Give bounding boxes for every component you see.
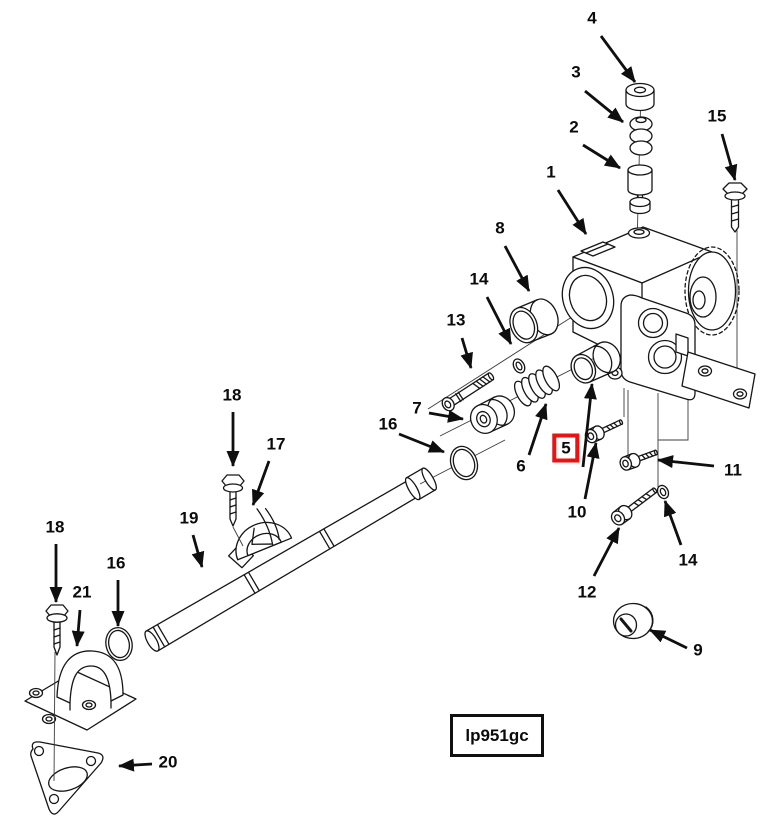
callout-9[interactable]: 9	[693, 640, 703, 660]
callout-arrow-20	[118, 758, 153, 772]
callout-arrow-21	[71, 609, 85, 647]
part-16a-oring-art	[449, 445, 479, 481]
part-15-flange-bolt-art	[722, 182, 748, 233]
figure-code-box: lp951gc	[450, 714, 544, 757]
part-18a-flange-bolt-art	[221, 474, 245, 527]
part-6-spring-art	[513, 365, 561, 407]
callout-14[interactable]: 14	[678, 550, 698, 570]
callout-arrow-6	[527, 403, 548, 456]
callout-20[interactable]: 20	[158, 752, 178, 772]
callout-8[interactable]: 8	[495, 218, 505, 238]
part-9-grommet-art	[612, 602, 654, 640]
callout-arrow-7	[428, 409, 464, 423]
callout-5-highlighted[interactable]: 5	[552, 433, 580, 463]
callout-12[interactable]: 12	[577, 582, 597, 602]
callout-arrow-3	[584, 89, 624, 124]
callout-3[interactable]: 3	[571, 62, 581, 82]
callout-1[interactable]: 1	[546, 162, 556, 182]
callout-arrow-19	[191, 534, 205, 568]
callout-arrow-17	[251, 460, 271, 506]
callout-4[interactable]: 4	[587, 8, 597, 28]
callout-arrow-15	[720, 133, 738, 181]
callout-2[interactable]: 2	[569, 117, 579, 137]
assembly-centerlines-over	[53, 526, 244, 782]
part-12-cap-screw-art	[610, 487, 658, 526]
part-3-spring-art	[629, 116, 653, 156]
callout-19[interactable]: 19	[179, 508, 199, 528]
callout-arrow-9	[649, 628, 688, 650]
callout-arrow-14	[663, 500, 683, 546]
callout-18[interactable]: 18	[45, 517, 65, 537]
callout-10[interactable]: 10	[567, 502, 587, 522]
part-21-bracket-art	[24, 650, 137, 731]
part-16b-oring-art	[105, 626, 133, 662]
callout-13[interactable]: 13	[446, 310, 466, 330]
callout-arrow-5	[581, 383, 597, 468]
part-18b-flange-bolt-art	[45, 604, 69, 656]
part-7-plug-art	[469, 395, 516, 434]
part-14a-oring-art	[512, 358, 526, 374]
callout-arrow-12	[592, 527, 621, 577]
part-19-tube-art	[144, 467, 437, 652]
callout-21[interactable]: 21	[72, 582, 92, 602]
callout-arrows	[49, 35, 738, 772]
callout-17[interactable]: 17	[266, 434, 286, 454]
part-13-stud-art	[441, 372, 495, 412]
part-11-cap-screw-art	[619, 449, 658, 471]
callout-arrow-13	[460, 337, 473, 369]
part-4-plug-art	[625, 82, 655, 112]
callout-arrow-8	[503, 245, 531, 292]
callout-16[interactable]: 16	[106, 553, 126, 573]
callout-15[interactable]: 15	[707, 106, 727, 126]
callout-arrow-14	[485, 296, 513, 345]
callout-arrow-11	[657, 455, 715, 469]
callout-11[interactable]: 11	[724, 460, 742, 480]
callout-arrow-1	[556, 189, 588, 235]
callout-14[interactable]: 14	[469, 269, 489, 289]
callout-arrow-10	[583, 442, 600, 500]
callout-18[interactable]: 18	[222, 385, 242, 405]
callout-arrow-4	[599, 35, 637, 83]
part-1-pump-body-art	[561, 226, 756, 409]
callout-7[interactable]: 7	[412, 398, 422, 418]
part-8-bushing-art	[509, 298, 559, 344]
callout-arrow-16	[398, 432, 445, 454]
part-20-gasket-art	[30, 741, 104, 815]
part-17-clamp-art	[227, 507, 293, 569]
part-2-plunger-art	[627, 164, 653, 215]
part-5-piston-art	[570, 341, 621, 384]
figure-code: lp951gc	[465, 725, 529, 745]
callout-6[interactable]: 6	[516, 456, 526, 476]
callout-16[interactable]: 16	[378, 414, 398, 434]
part-14b-oring-art	[656, 484, 670, 500]
callout-arrow-2	[582, 143, 621, 170]
